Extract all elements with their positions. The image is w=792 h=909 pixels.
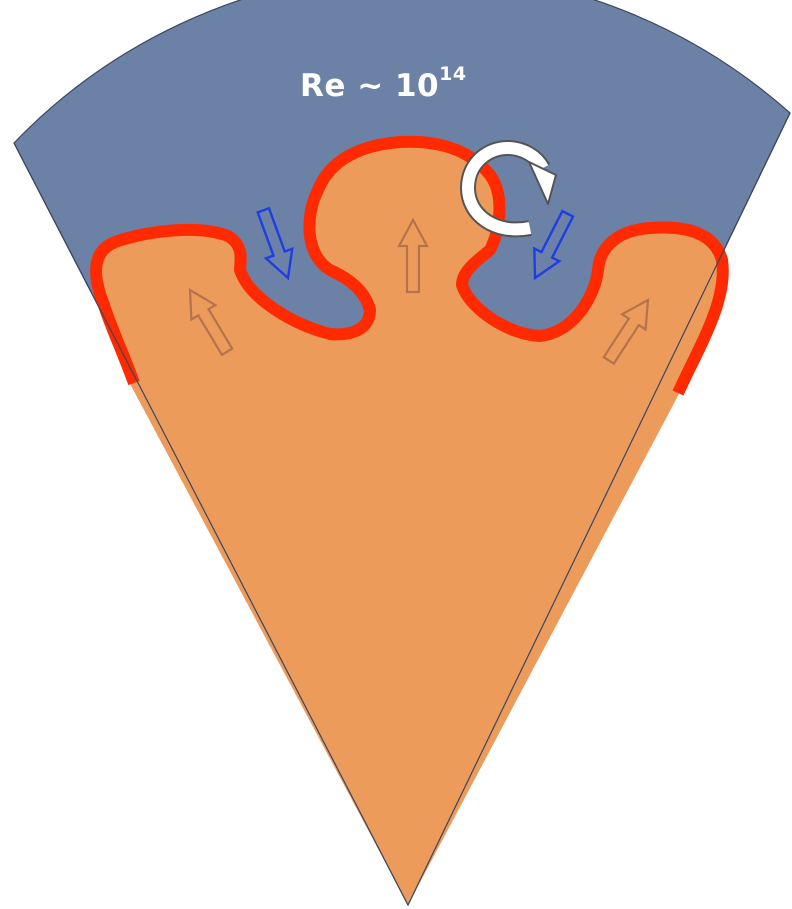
reynolds-label-exponent: 14 [439,63,466,85]
reynolds-number-label: Re ~ 1014 [300,68,467,104]
reynolds-label-base: Re ~ 10 [300,68,439,104]
interior-region [96,142,723,905]
